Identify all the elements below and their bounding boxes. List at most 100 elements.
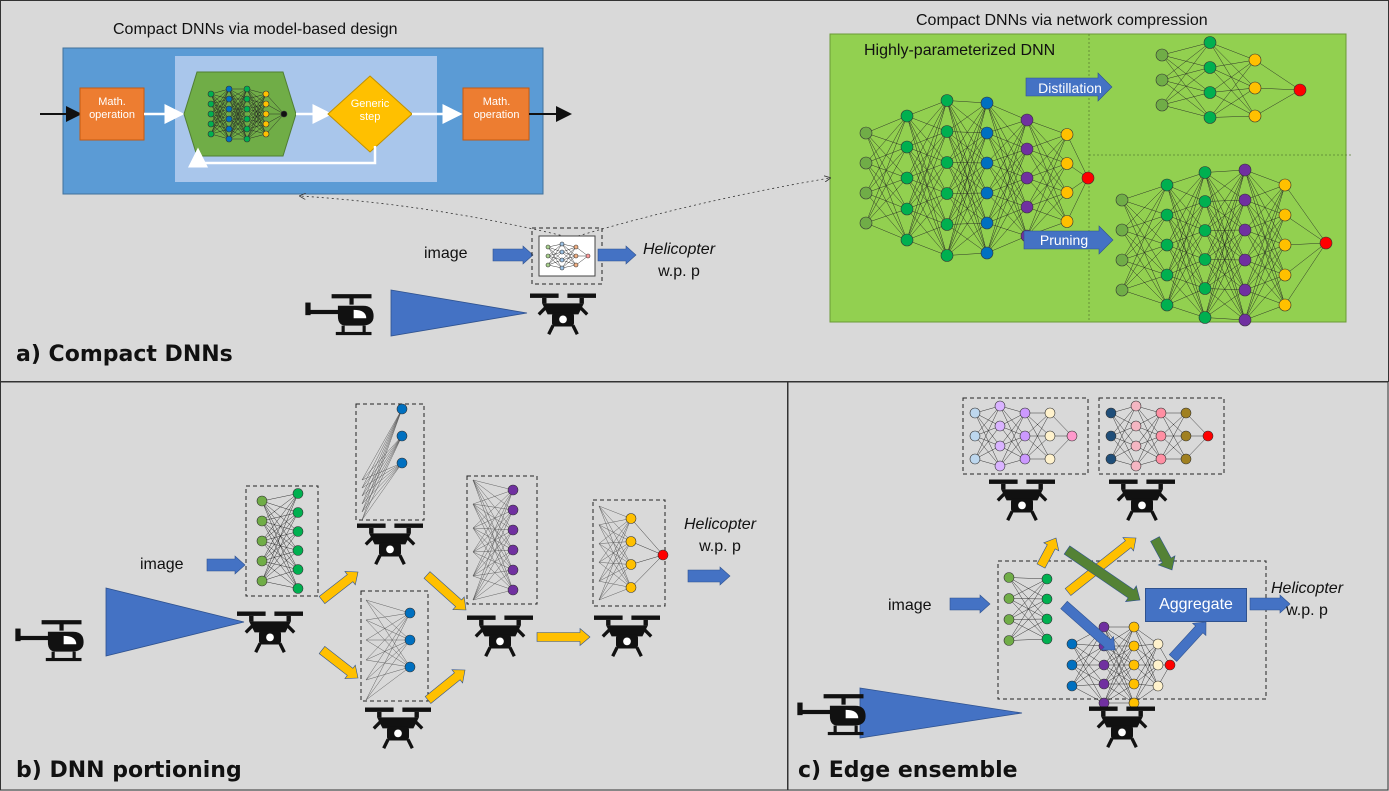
dnn-part-4-edge <box>598 518 632 582</box>
pruning-label: Pruning <box>1039 232 1089 248</box>
big-dnn-edge <box>986 119 1028 194</box>
dnn-part-1-edge <box>261 550 299 582</box>
pruned-dnn-edge <box>1244 214 1286 321</box>
pruned-dnn-edge <box>1204 229 1246 318</box>
ensemble-model-2-edge <box>1110 405 1137 460</box>
ensemble-model-2-node <box>1105 407 1117 419</box>
dnn-part-1-edge <box>261 493 299 562</box>
thumbnail-dnn-edge <box>547 246 563 253</box>
local-back-layers-node <box>1128 678 1140 690</box>
distilled-dnn-edge <box>1209 67 1256 117</box>
big-dnn-edge <box>906 131 948 241</box>
big-dnn-edge <box>946 102 988 256</box>
local-back-layers-edge <box>1071 643 1105 647</box>
dnn-part-2-bottom-box <box>360 590 429 702</box>
local-back-layers-edge <box>1071 685 1105 704</box>
output-a: Helicopter w.p. p <box>640 241 718 280</box>
dnn-part-2-bottom-edge <box>365 639 411 661</box>
pruned-dnn-edge <box>1204 259 1246 261</box>
dnn-part-1-edge <box>261 520 299 589</box>
local-back-layers-edge <box>1071 664 1105 685</box>
dnn-part-4-node <box>625 559 637 570</box>
big-dnn-edge <box>946 162 988 254</box>
dnn-part-2-bottom-edge <box>365 619 411 641</box>
dnn-part-3-edge <box>472 503 514 551</box>
pruned-dnn-edge <box>1121 244 1168 291</box>
thumbnail-dnn-node <box>559 241 565 247</box>
big-dnn-edge <box>946 162 988 194</box>
ensemble-model-1-edge <box>1049 435 1073 460</box>
ensemble-model-2-edge <box>1110 405 1137 437</box>
big-dnn-node <box>980 126 994 140</box>
local-back-layers-edge <box>1133 643 1159 704</box>
dnn-part-1-edge <box>261 500 299 589</box>
dnn-part-1-edge <box>261 531 299 542</box>
transfer-arrow-b1 <box>318 571 359 605</box>
dnn-part-2-top-edge <box>361 462 403 505</box>
dnn-part-4-edge <box>598 541 632 544</box>
feedback-arrow <box>188 146 377 168</box>
ensemble-model-2-edge <box>1135 435 1162 467</box>
ensemble-model-2-edge <box>1185 412 1209 437</box>
ensemble-model-2-edge <box>1110 435 1137 467</box>
big-dnn-edge <box>1026 192 1068 237</box>
distilled-dnn-edge <box>1209 92 1256 117</box>
big-dnn-node <box>980 96 994 110</box>
pruned-dnn-edge <box>1204 199 1246 318</box>
big-dnn-node <box>1020 171 1034 185</box>
thumbnail-dnn-edge <box>561 243 577 248</box>
mini-dnn-node <box>262 120 270 128</box>
pruned-dnn-edge <box>1204 201 1246 291</box>
big-dnn-edge <box>865 115 908 194</box>
dnn-part-3-edge <box>472 489 514 529</box>
dnn-part-3-edge <box>472 479 514 491</box>
ensemble-model-2-node <box>1105 453 1117 465</box>
output-class-b: Helicopter <box>683 516 757 533</box>
thumbnail-dnn-edge <box>547 264 563 269</box>
thumbnail-dnn-node <box>573 262 579 268</box>
pruned-dnn-node <box>1198 166 1212 179</box>
local-back-layers-node <box>1098 678 1110 690</box>
distillation-arrow <box>1025 72 1113 102</box>
big-dnn-node <box>900 140 914 154</box>
shared-front-layers-node <box>1003 572 1015 583</box>
big-dnn-edge <box>906 100 948 210</box>
dnn-part-3-edge <box>472 489 514 601</box>
dnn-part-1-node <box>292 526 304 537</box>
mini-dnn-edge <box>210 88 230 105</box>
mini-dnn-node <box>243 125 251 133</box>
big-dnn-edge <box>986 222 1028 237</box>
pruned-dnn-edge <box>1244 184 1286 261</box>
dnn-part-2-top-edge <box>361 462 403 489</box>
dnn-part-4-edge <box>598 518 632 526</box>
dnn-part-1-node <box>292 564 304 575</box>
big-dnn-edge <box>986 132 1028 237</box>
math-operation-2: Math. operation <box>473 96 520 121</box>
mini-dnn-edge <box>228 108 248 140</box>
pruned-dnn-edge <box>1166 214 1206 289</box>
dnn-part-2-top-edge <box>361 408 403 505</box>
dnn-part-1-node <box>256 555 268 567</box>
big-dnn-edge <box>865 162 908 210</box>
dnn-part-2-bottom-edge <box>365 599 411 614</box>
big-dnn-edge <box>946 102 988 225</box>
dnn-part-2-top-box <box>355 403 425 521</box>
big-dnn-edge <box>986 162 1028 208</box>
dnn-part-3-edge <box>472 527 514 551</box>
dnn-part-1-edge <box>261 520 299 570</box>
ensemble-model-2-node <box>1130 460 1142 472</box>
mini-dnn-node <box>225 85 233 93</box>
big-dnn-edge <box>946 132 988 256</box>
input-image-c: image <box>888 597 932 614</box>
big-dnn-edge <box>906 100 948 117</box>
dnn-part-1-node <box>256 535 268 547</box>
mini-dnn-node <box>207 130 215 138</box>
dnn-part-1-box <box>245 485 319 597</box>
dnn-part-3-edge <box>472 529 514 601</box>
ensemble-model-1-node <box>994 420 1006 432</box>
transfer-arrow-b3 <box>423 571 467 611</box>
dnn-part-1-edge <box>261 531 299 582</box>
dnn-part-1-edge <box>261 500 299 532</box>
pruned-dnn-edge <box>1166 288 1206 306</box>
dnn-part-2-bottom-edge <box>365 612 411 701</box>
